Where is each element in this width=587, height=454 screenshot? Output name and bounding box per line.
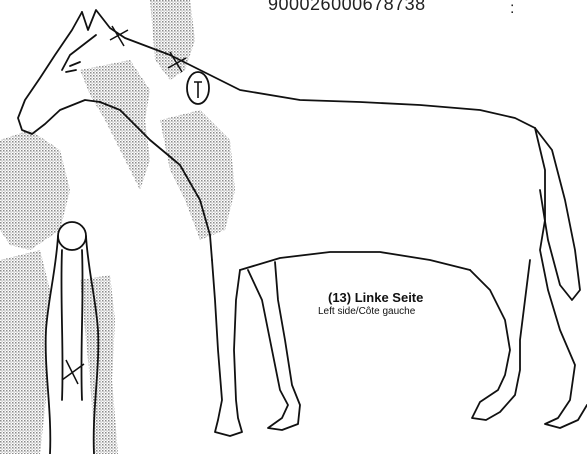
view-title: (13) Linke Seite bbox=[328, 290, 423, 305]
chip-number-label: 900026000678738 bbox=[268, 0, 426, 15]
view-subtitle: Left side/Côte gauche bbox=[318, 306, 415, 317]
shaded-markings bbox=[0, 0, 235, 454]
chip-circle-icon-mark bbox=[194, 82, 202, 98]
header-colon: : bbox=[510, 0, 514, 18]
